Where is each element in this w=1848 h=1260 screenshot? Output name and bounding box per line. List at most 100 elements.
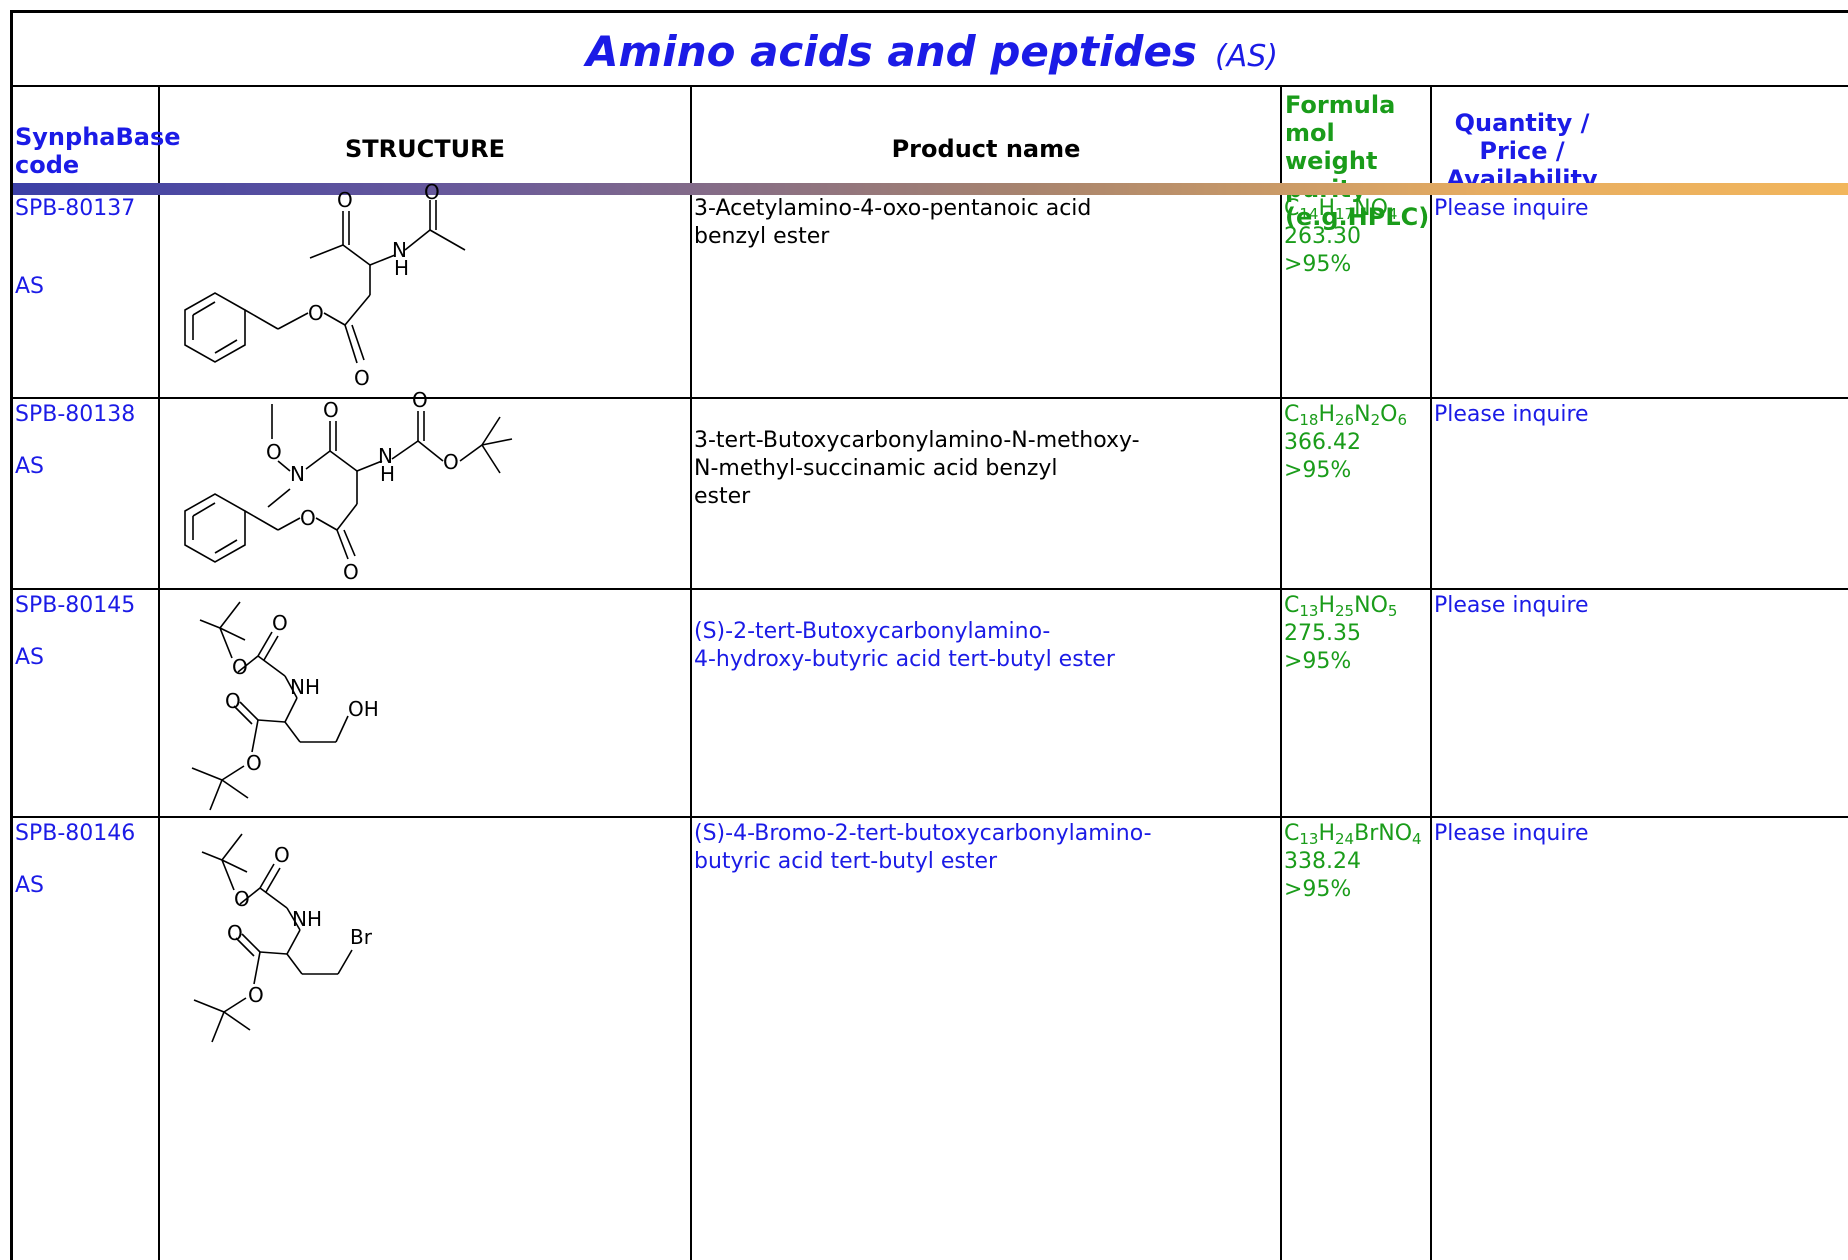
availability-link[interactable]: Please inquire [1434,821,1589,846]
formula-subscript: 17 [1335,205,1355,223]
benzene-ring [184,493,246,563]
structure-image: O O O N H O [184,180,466,390]
atom-label: O [412,388,428,412]
atom-label: H [394,256,409,280]
molecular-formula: C18H26N2O6 [1284,401,1407,429]
catalog-sheet: Amino acids and peptides(AS) SynphaBase … [10,10,1848,1260]
molecular-weight: 263.30 [1284,224,1361,249]
column-divider [1280,87,1282,1260]
column-divider [690,87,692,1260]
product-class: AS [15,645,45,670]
product-name-line: butyric acid tert-butyl ester [694,849,998,874]
atom-label: O [424,180,440,204]
structure-image: O O O N O N H O O [184,388,513,584]
product-class: AS [15,454,45,479]
purity: >95% [1284,252,1352,277]
formula-subscript: 18 [1299,411,1319,429]
page-title: Amino acids and peptides (AS) [13,27,1848,76]
product-code[interactable]: SPB-80138 [15,402,136,427]
formula-subscript: 4 [1412,830,1422,848]
purity: >95% [1284,458,1352,483]
purity: >95% [1284,877,1352,902]
product-code[interactable]: SPB-80145 [15,593,136,618]
header-formula-line: mol weight [1285,119,1378,175]
molecular-weight: 366.42 [1284,430,1361,455]
product-name-line: 3-Acetylamino-4-oxo-pentanoic acid [694,196,1092,221]
formula-subscript: 5 [1387,602,1398,620]
formula-element: NO [1354,196,1388,221]
molecular-formula: C14H17NO4 [1284,195,1397,223]
formula-cell: C18H26N2O6 366.42 >95% [1284,401,1407,485]
atom-label: O [354,366,370,390]
title-text: Amino acids and peptides [586,27,1197,76]
product-code[interactable]: SPB-80137 [15,196,136,221]
product-name-line: 4-hydroxy-butyric acid tert-butyl ester [694,647,1115,672]
atom-label: N [392,238,407,262]
molecular-formula: C13H24BrNO4 [1284,820,1422,848]
atom-label: O [443,450,459,474]
atom-label: O [227,921,243,945]
molecule-4: O O NH Br O O [193,833,373,1043]
formula-cell: C13H25NO5 275.35 >95% [1284,592,1397,676]
formula-subscript: 25 [1335,602,1355,620]
header-quantity: Quantity / Price / Availability [1432,109,1612,193]
purity: >95% [1284,649,1352,674]
header-gradient-bar [13,183,1848,195]
atom-label: O [246,751,262,775]
atom-label: O [266,440,282,464]
formula-element: H [1318,821,1336,846]
formula-cell: C13H24BrNO4 338.24 >95% [1284,820,1422,904]
product-name[interactable]: (S)-2-tert-Butoxycarbonylamino- 4-hydrox… [694,618,1115,674]
molecular-formula: C13H25NO5 [1284,592,1397,620]
formula-element: C [1284,821,1300,846]
product-code[interactable]: SPB-80146 [15,821,136,846]
header-structure: STRUCTURE [345,135,505,163]
column-divider [158,87,160,1260]
header-quantity-line: Price / [1479,137,1565,165]
formula-element: H [1318,196,1336,221]
title-category: (AS) [1214,39,1278,74]
atom-label: O [234,887,250,911]
formula-element: BrNO [1354,821,1413,846]
product-name-line: (S)-2-tert-Butoxycarbonylamino- [694,619,1051,644]
header-formula-line: Formula [1285,91,1396,119]
product-name[interactable]: (S)-4-Bromo-2-tert-butoxycarbonylamino- … [694,820,1152,876]
formula-element: H [1318,593,1336,618]
column-divider [1430,87,1432,1260]
formula-element: N [1354,402,1371,427]
formula-element: NO [1354,593,1388,618]
formula-subscript: 4 [1387,205,1398,223]
product-name: 3-tert-Butoxycarbonylamino-N-methoxy- N-… [694,427,1140,511]
product-name-line: N-methyl-succinamic acid benzyl [694,456,1058,481]
product-name-line: benzyl ester [694,224,830,249]
header-quantity-line: Quantity / [1454,109,1590,137]
availability-link[interactable]: Please inquire [1434,402,1589,427]
atom-label: OH [348,697,379,721]
atom-label: O [274,843,290,867]
atom-label: H [380,462,395,486]
formula-element: O [1380,402,1398,427]
atom-label: O [323,398,339,422]
product-name: 3-Acetylamino-4-oxo-pentanoic acid benzy… [694,195,1091,251]
formula-cell: C14H17NO4 263.30 >95% [1284,195,1397,279]
molecule-3: O O NH OH O O [191,601,379,811]
formula-subscript: 2 [1370,411,1381,429]
product-name-line: ester [694,484,751,509]
molecule-2: O O O N O N H O O [184,388,513,584]
row-divider [13,588,1848,590]
atom-label: N [290,462,305,486]
formula-element: C [1284,402,1300,427]
formula-subscript: 24 [1335,830,1355,848]
formula-subscript: 13 [1299,602,1319,620]
atom-label: NH [292,907,322,931]
product-class: AS [15,873,45,898]
benzene-ring [184,292,246,363]
formula-subscript: 13 [1299,830,1319,848]
product-class: AS [15,274,45,299]
atom-label: O [232,655,248,679]
availability-link[interactable]: Please inquire [1434,593,1589,618]
availability-link[interactable]: Please inquire [1434,196,1589,221]
formula-subscript: 14 [1299,205,1319,223]
formula-element: C [1284,593,1300,618]
molecular-weight: 338.24 [1284,849,1361,874]
